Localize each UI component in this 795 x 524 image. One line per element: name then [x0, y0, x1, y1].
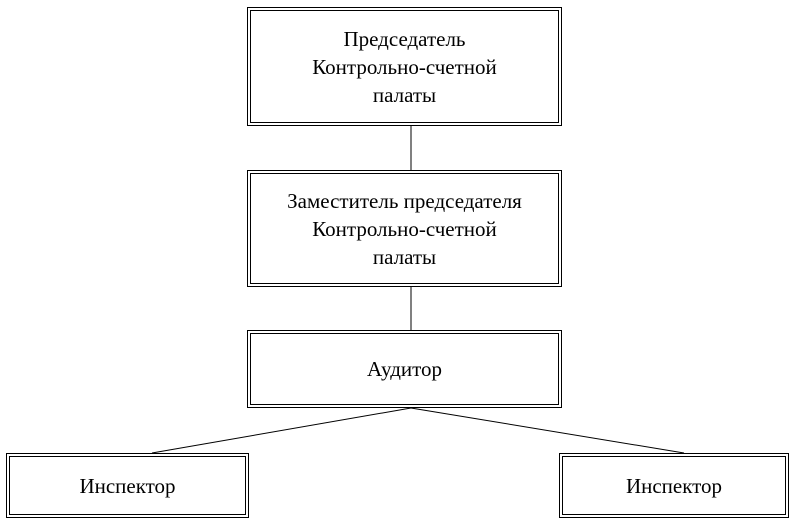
chairman-label: Председатель Контрольно-счетной палаты — [312, 26, 497, 107]
edge-auditor-inspector-left — [151, 407, 412, 454]
auditor-label: Аудитор — [366, 357, 443, 381]
inspector-left-node: Инспектор — [6, 453, 249, 518]
inspector-right-label: Инспектор — [625, 473, 723, 498]
deputy-chairman-label: Заместитель председателя Контрольно-счет… — [287, 188, 522, 269]
auditor-node: Аудитор — [247, 330, 562, 408]
deputy-chairman-node: Заместитель председателя Контрольно-счет… — [247, 170, 562, 287]
chairman-node: Председатель Контрольно-счетной палаты — [247, 7, 562, 126]
inspector-right-node: Инспектор — [559, 453, 789, 518]
inspector-left-label: Инспектор — [79, 473, 176, 498]
edge-auditor-inspector-right — [410, 407, 685, 454]
